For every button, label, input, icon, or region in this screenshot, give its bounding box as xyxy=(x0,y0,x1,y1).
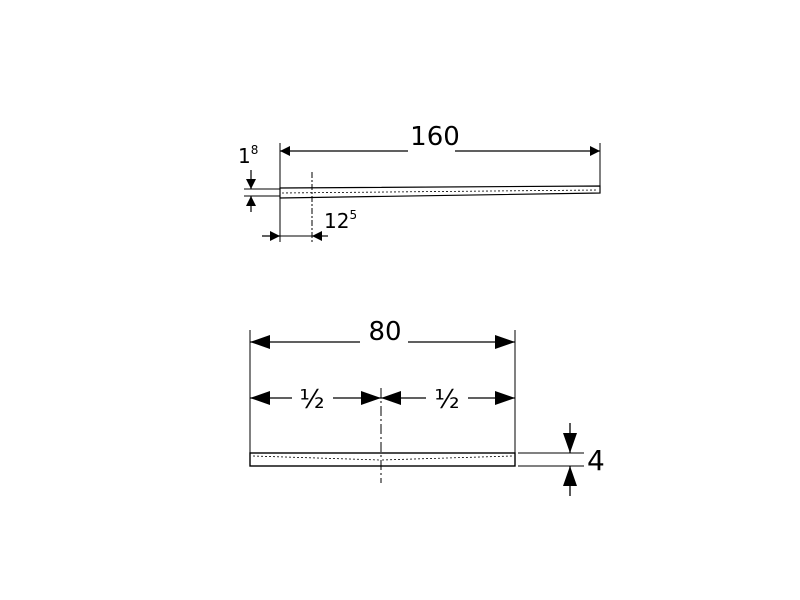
side-length-label: 160 xyxy=(410,122,460,152)
front-plate-outline xyxy=(249,452,516,467)
front-view: 80 ½ ½ 4 xyxy=(249,317,605,496)
front-half-left-label: ½ xyxy=(299,385,324,415)
side-view: 160 18 125 xyxy=(238,122,601,242)
front-hidden-line-left xyxy=(252,455,381,461)
side-offset-label: 125 xyxy=(324,208,357,233)
side-hidden-line xyxy=(281,189,599,194)
side-plate-outline xyxy=(279,185,601,199)
front-half-right-label: ½ xyxy=(434,385,459,415)
front-width-label: 80 xyxy=(368,317,401,347)
front-hidden-line-right xyxy=(381,455,513,461)
front-height-label: 4 xyxy=(587,444,605,477)
side-thickness-label: 18 xyxy=(238,143,258,168)
